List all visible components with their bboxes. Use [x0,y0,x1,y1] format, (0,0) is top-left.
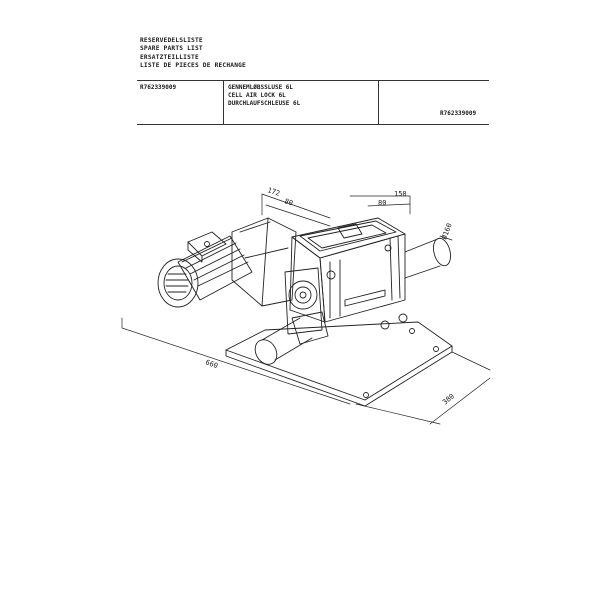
dimension-lines [121,193,491,425]
title-french: LISTE DE PIECES DE RECHANGE [140,62,246,70]
dim-172: 172 [266,186,281,198]
title-danish: RESERVEDELSLISTE [140,37,203,44]
header-top-rule [137,80,489,81]
inlet-pipe [404,237,451,279]
part-number-left: R762339009 [140,84,177,91]
dim-150: 150 [394,190,407,198]
header-divider-left [223,80,224,124]
shaft-flange [284,267,323,335]
title-english: SPARE PARTS LIST [140,45,203,53]
title-german: ERSATZTEILLISTE [140,53,199,61]
dim-80-left: 80 [283,197,293,207]
dim-380: 380 [441,392,456,406]
part-description: GENNEMLØBSSLUSE 6L CELL AIR LOCK 6L DURC… [228,84,300,108]
description-english: CELL AIR LOCK 6L [228,92,286,99]
description-german: DURCHLAUFSCHLEUSE 6L [228,100,301,107]
base-plate [225,321,453,407]
outlet-pipe [254,311,329,365]
part-number-right: R762339009 [440,110,477,117]
gearbox [231,217,297,307]
sheet-title-block: RESERVEDELSLISTE SPARE PARTS LIST ERSATZ… [140,37,246,71]
header-bottom-rule [137,124,489,125]
electric-motor [157,231,253,308]
header-divider-right [378,80,379,124]
dim-660: 660 [204,358,219,370]
dim-80-right: 80 [378,199,386,207]
description-danish: GENNEMLØBSSLUSE 6L [228,84,294,91]
airlock-housing [289,217,408,330]
dim-160: Ø160 [440,222,453,241]
